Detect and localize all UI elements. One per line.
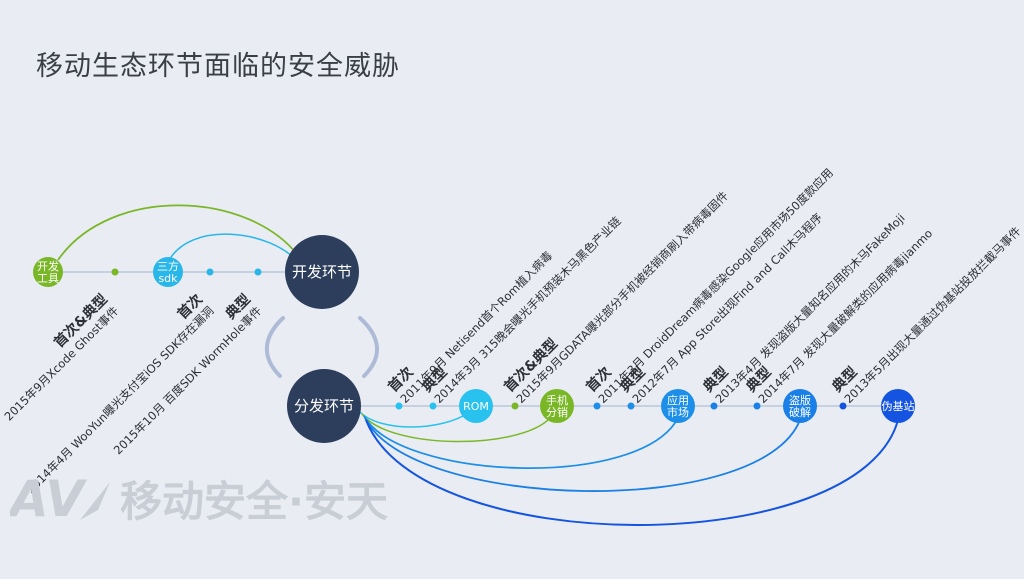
dev-dev-tools-label-1: 开发 <box>37 259 59 273</box>
dev-event-dot <box>111 268 119 276</box>
dist-market-node[interactable] <box>661 389 695 423</box>
dev-dev-tools-node[interactable] <box>33 257 63 287</box>
fakebase-curve <box>365 419 899 526</box>
dist-market-label-1: 应用 <box>667 393 689 407</box>
dist-rom-node[interactable] <box>459 389 493 423</box>
dist-event-dot <box>627 402 635 410</box>
dist-market-label-2: 市场 <box>667 405 689 419</box>
dist-crack-label-1: 盗版 <box>789 393 811 407</box>
dev-event-dot <box>254 268 262 276</box>
dist-fakebase-label: 伪基站 <box>882 399 915 413</box>
watermark-logo-icon <box>80 482 110 520</box>
dev-tools-curve <box>57 204 301 261</box>
dist-event-dot <box>753 402 761 410</box>
hub-connector-left <box>264 316 285 378</box>
dev-event-dot <box>206 268 214 276</box>
dev-event-labels: 首次&典型2015年9月Xcode Ghost事件首次2014年4月 WooYu… <box>2 291 265 497</box>
dev-event-text: 2014年4月 WooYun曝光支付宝iOS SDK存在漏洞 <box>24 304 217 497</box>
hub-connector-right <box>358 316 379 378</box>
crack-curve <box>364 417 801 492</box>
dist-event-dot <box>593 402 601 410</box>
dist-vendor-label-1: 手机 <box>546 393 568 407</box>
dist-rom-label: ROM <box>463 400 489 413</box>
dist-event-dot <box>710 402 718 410</box>
market-curve <box>363 415 679 469</box>
dist-fakebase-node[interactable] <box>881 389 915 423</box>
dist-crack-label-2: 破解 <box>789 405 811 419</box>
dev-hub[interactable] <box>285 235 359 309</box>
watermark-brand: AV <box>10 470 87 528</box>
dist-hub[interactable] <box>287 369 361 443</box>
watermark-text: 移动安全·安天 <box>120 477 388 526</box>
timeline-dots <box>111 268 847 410</box>
dist-hub-label: 分发环节 <box>294 397 354 415</box>
rom-curve <box>359 411 471 428</box>
dist-vendor-label-2: 分销 <box>546 405 568 419</box>
dev-third-sdk-node[interactable] <box>153 257 183 287</box>
dev-hub-label: 开发环节 <box>292 263 352 281</box>
dist-event-dot <box>839 402 847 410</box>
dist-vendor-node[interactable] <box>540 389 574 423</box>
page-title: 移动生态环节面临的安全威胁 <box>36 51 400 82</box>
dev-third-sdk-label-2: sdk <box>158 272 178 285</box>
antiy-watermark: AV 移动安全·安天 <box>10 470 388 528</box>
dev-third-sdk-label-1: 三方 <box>157 259 179 273</box>
dist-event-dot <box>429 402 437 410</box>
vendor-curve <box>361 413 551 443</box>
dist-event-dot <box>511 402 519 410</box>
third-sdk-curve <box>167 233 299 263</box>
dev-dev-tools-label-2: 工具 <box>37 272 59 285</box>
dist-crack-node[interactable] <box>783 389 817 423</box>
dist-event-dot <box>395 402 403 410</box>
